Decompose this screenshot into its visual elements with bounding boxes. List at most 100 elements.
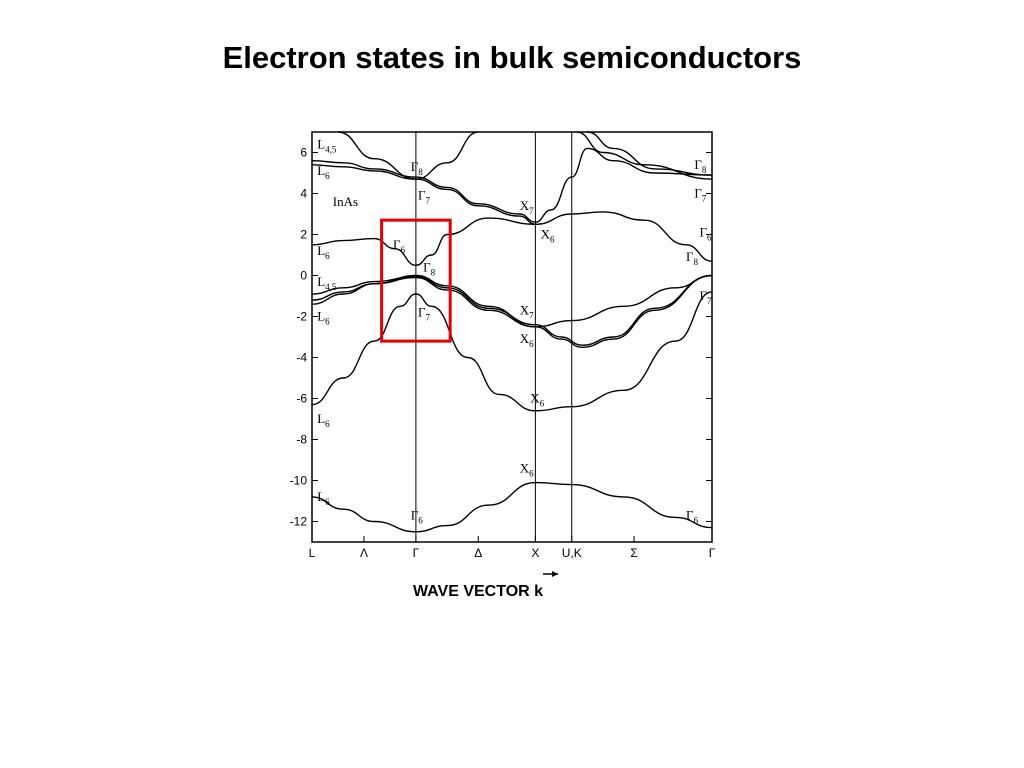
x-axis-label: WAVE VECTOR k [413, 583, 543, 600]
point-label-text: Γ [700, 288, 708, 303]
point-label-text: X [520, 302, 530, 317]
point-label: Γ7 [418, 188, 431, 206]
point-label: X7 [520, 198, 534, 216]
band-10 [587, 131, 713, 176]
point-label-text: Γ [686, 249, 694, 264]
point-label-subscript: 4,5 [325, 282, 337, 292]
point-label-text: X [520, 460, 530, 475]
point-label-subscript: 6 [401, 245, 406, 255]
band-3 [311, 274, 713, 346]
point-label-subscript: 6 [325, 419, 330, 429]
point-label-subscript: 6 [325, 317, 330, 327]
band-1 [311, 291, 713, 412]
point-label: Γ8 [423, 259, 436, 277]
y-tick-label: 0 [300, 269, 307, 283]
y-tick-label: 4 [300, 187, 307, 201]
point-label: L6 [317, 309, 330, 327]
point-label: Γ6 [411, 507, 424, 525]
point-label-subscript: 7 [425, 313, 430, 323]
point-label: X6 [541, 227, 555, 245]
point-label: L4,5 [317, 136, 337, 154]
point-label: Γ6 [393, 237, 406, 255]
point-label: L4,5 [317, 274, 337, 292]
point-label-text: L [317, 489, 325, 504]
point-label-text: Γ [418, 305, 426, 320]
point-label: Γ8 [694, 157, 707, 175]
band-5 [311, 211, 713, 267]
y-tick-label: -2 [296, 310, 307, 324]
point-label: Γ6 [686, 507, 699, 525]
point-label: X6 [520, 460, 534, 478]
point-label-text: Γ [411, 507, 419, 522]
point-label-subscript: 6 [529, 339, 534, 349]
point-label: L6 [317, 163, 330, 181]
k-vector-arrowhead [552, 571, 558, 577]
y-tick-label: -8 [296, 433, 307, 447]
x-tick-label: U,K [562, 546, 582, 560]
y-tick-label: -4 [296, 351, 307, 365]
y-tick-label: -10 [290, 474, 308, 488]
point-label-subscript: 8 [431, 267, 436, 277]
x-tick-label: Γ [709, 546, 716, 560]
band-7 [311, 164, 536, 225]
point-label-text: L [317, 309, 325, 324]
slide-title: Electron states in bulk semiconductors [222, 40, 802, 75]
point-label-text: L [317, 274, 325, 289]
point-label-text: L [317, 411, 325, 426]
point-label-subscript: 8 [418, 167, 423, 177]
point-label: Γ7 [418, 305, 431, 323]
point-label-text: L [317, 136, 325, 151]
point-label-subscript: 6 [707, 233, 712, 243]
point-label-subscript: 7 [707, 296, 712, 306]
point-label-subscript: 7 [529, 310, 534, 320]
point-label-subscript: 8 [694, 257, 699, 267]
point-label: X6 [530, 391, 544, 409]
point-label-text: X [541, 227, 551, 242]
point-label: Γ6 [700, 225, 713, 243]
point-label-text: X [520, 331, 530, 346]
point-label-text: Γ [423, 259, 431, 274]
point-label-subscript: 6 [325, 497, 330, 507]
y-tick-label: -12 [290, 515, 308, 529]
point-label: L6 [317, 243, 330, 261]
x-tick-label: Λ [360, 546, 368, 560]
band-6 [311, 147, 713, 223]
point-label-subscript: 6 [325, 251, 330, 261]
x-tick-label: X [531, 546, 539, 560]
point-label: InAs [333, 194, 358, 209]
band-8 [337, 131, 479, 180]
x-tick-label: Σ [630, 546, 637, 560]
point-label-text: Γ [694, 157, 702, 172]
point-label-text: Γ [686, 507, 694, 522]
band-9 [576, 131, 713, 180]
point-label-text: InAs [333, 194, 358, 209]
point-label-text: Γ [411, 159, 419, 174]
y-tick-label: 6 [300, 146, 307, 160]
point-label: L6 [317, 411, 330, 429]
plot-frame [311, 131, 713, 543]
point-label-text: Γ [700, 225, 708, 240]
x-tick-label: Δ [474, 546, 482, 560]
x-tick-label: Γ [413, 546, 420, 560]
band-4 [311, 274, 713, 349]
point-label-subscript: 7 [702, 194, 707, 204]
point-label: Γ8 [411, 159, 424, 177]
point-label-subscript: 7 [425, 196, 430, 206]
y-tick-label: -6 [296, 392, 307, 406]
point-label-text: Γ [694, 186, 702, 201]
point-label-subscript: 6 [418, 515, 423, 525]
point-label: L6 [317, 489, 330, 507]
point-label: Γ8 [686, 249, 699, 267]
point-label-text: L [317, 163, 325, 178]
point-label-text: X [530, 391, 540, 406]
point-label-text: L [317, 243, 325, 258]
point-label-text: X [520, 198, 530, 213]
y-tick-label: 2 [300, 228, 307, 242]
point-label: X6 [520, 331, 534, 349]
x-tick-label: L [309, 546, 316, 560]
point-label-subscript: 6 [694, 515, 699, 525]
point-label: Γ7 [700, 288, 713, 306]
point-label-text: Γ [393, 237, 401, 252]
point-label: X7 [520, 302, 534, 320]
